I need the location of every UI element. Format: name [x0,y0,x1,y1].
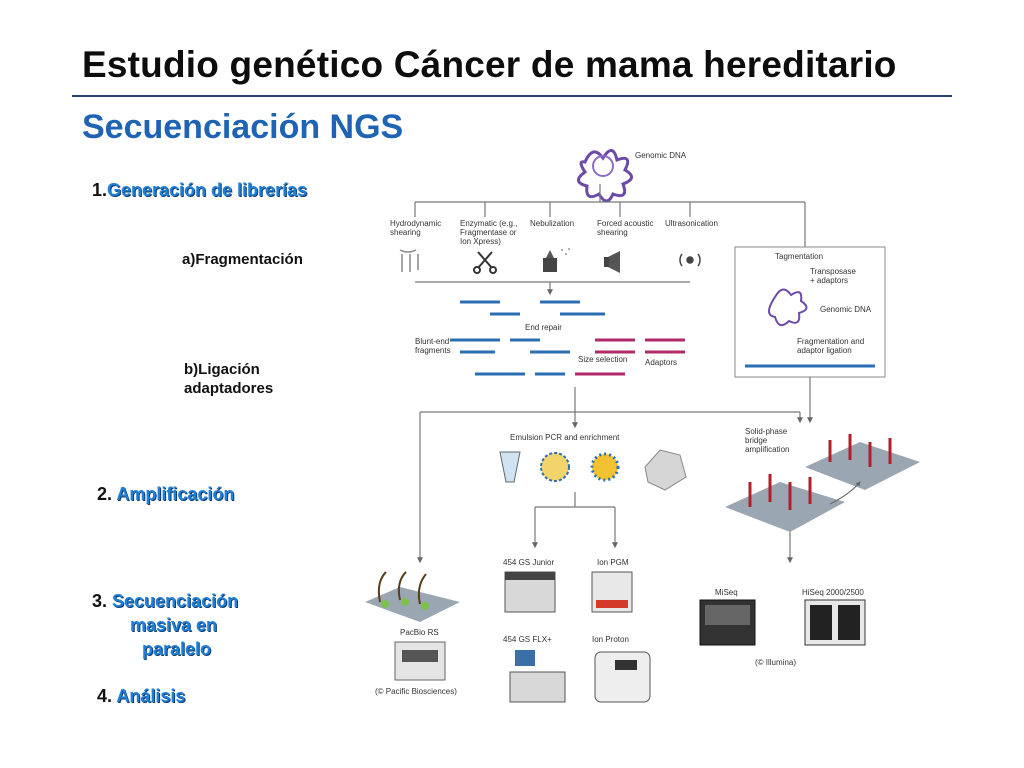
transposase-line2: + adaptors [810,276,848,285]
method-2-line1: Enzymatic (e.g., [460,219,517,228]
step-4-label: Análisis [116,686,186,706]
bridge-line1: Solid-phase [745,427,788,436]
ion-proton-label: Ion Proton [592,635,629,644]
gs-flx-label: 454 GS FLX+ [503,635,552,644]
blunt-end-line1: Blunt-end [415,337,449,346]
hiseq-icon [804,599,866,646]
method-1-line2: shearing [390,228,421,237]
method-2-line2: Fragmentase or [460,228,517,237]
step-3-line3: paralelo [142,639,212,659]
ngs-workflow-diagram: Genomic DNA Hydrodynamic shearing Enzyma… [365,149,920,703]
tagmentation-box: Tagmentation Transposase + adaptors Geno… [734,246,886,378]
dna-fragments [450,300,605,376]
step-3: 3. Secuenciación masiva en paralelo [92,589,238,661]
size-selection-label: Size selection [578,355,627,364]
step-4: 4. Análisis [97,686,185,707]
step-1: 1.Generación de librerías [92,180,307,201]
pacbio-instrument-icon [394,641,446,681]
emulsion-pcr-label: Emulsion PCR and enrichment [510,433,620,442]
hydrodynamic-icon [399,249,419,272]
page-subtitle: Secuenciación NGS [82,108,404,146]
step-4-number: 4. [97,686,113,706]
scissors-icon [473,251,497,274]
end-repair-label: End repair [525,323,562,332]
fragmentation-methods: Hydrodynamic shearing Enzymatic (e.g., F… [390,219,718,246]
flow-cell-icons [725,434,920,532]
step-1-label: Generación de librerías [107,180,308,200]
method-1-line1: Hydrodynamic [390,219,441,228]
step-3-number: 3. [92,591,108,611]
pacbio-flow-cell-icon [365,571,460,622]
frag-lig-line2: adaptor ligation [797,346,852,355]
gs-flx-icon [509,650,566,703]
step-1b-ligation: b)Ligación adaptadores [184,360,273,398]
ion-pgm-label: Ion PGM [597,558,629,567]
branch-lines-top [414,184,806,296]
ion-pgm-icon [591,571,633,613]
step-2-number: 2. [97,484,113,504]
blunt-end-line2: fragments [415,346,451,355]
step-2: 2. Amplificación [97,484,234,505]
frag-lig-line1: Fragmentation and [797,337,864,346]
step-2-label: Amplificación [116,484,235,504]
gs-junior-icon [504,571,556,613]
miseq-label: MiSeq [715,588,738,597]
ion-proton-icon [594,651,651,703]
bridge-line2: bridge [745,436,768,445]
miseq-icon [699,599,756,646]
method-3-line1: Nebulization [530,219,574,228]
genomic-dna-label: Genomic DNA [635,151,687,160]
step-3-line1: Secuenciación [112,591,239,611]
step-1b-line1: b)Ligación [184,361,260,378]
tagmentation-label: Tagmentation [775,252,823,261]
genomic-dna-icon [577,149,633,203]
bridge-line3: amplification [745,445,789,454]
method-2-line3: Ion Xpress) [460,237,501,246]
adaptor-fragments [575,338,685,376]
ultrasonication-icon [679,253,701,267]
page-title: Estudio genético Cáncer de mama heredita… [82,44,897,85]
adaptors-label: Adaptors [645,358,677,367]
illumina-credit: (© Illumina) [755,658,796,667]
step-1b-line2: adaptadores [184,380,274,397]
emulsion-pcr-icons [499,449,687,491]
transposase-line1: Transposase [810,267,857,276]
title-divider [72,95,952,97]
genomic-dna-2-label: Genomic DNA [820,305,872,314]
pacbio-credit: (© Pacific Biosciences) [375,687,457,696]
hiseq-label: HiSeq 2000/2500 [802,588,864,597]
step-3-line2: masiva en [130,615,218,635]
gs-junior-label: 454 GS Junior [503,558,554,567]
megaphone-icon [604,251,620,273]
method-4-line1: Forced acoustic [597,219,653,228]
branch-lines-middle [417,377,813,564]
pacbio-label: PacBio RS [400,628,439,637]
method-4-line2: shearing [597,228,628,237]
method-5-line1: Ultrasonication [665,219,718,228]
step-1-number: 1. [92,180,108,200]
nebulizer-icon [543,248,570,272]
step-1a-fragmentation: a)Fragmentación [182,251,303,268]
